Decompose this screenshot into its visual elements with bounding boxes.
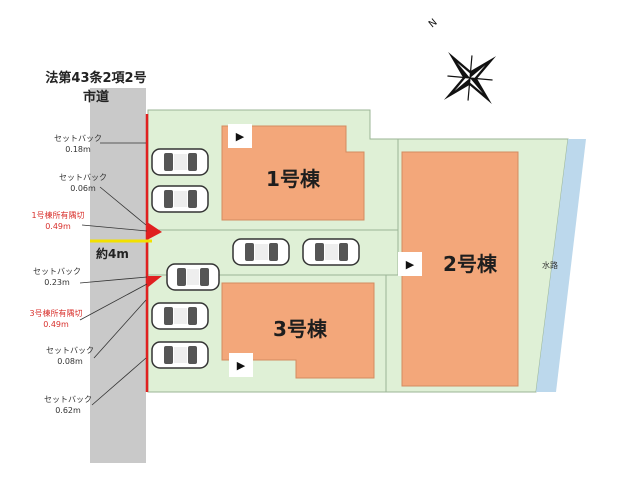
svg-text:セットバック: セットバック <box>54 134 102 143</box>
car-drive-3 <box>302 238 360 266</box>
entrance-marker-3: ▶ <box>229 353 253 377</box>
svg-text:0.62m: 0.62m <box>55 406 81 415</box>
waterway-label: 水路 <box>542 260 558 270</box>
svg-text:セットバック: セットバック <box>46 346 94 355</box>
setback-label-3: 1号棟所有隅切 0.49m <box>31 210 148 232</box>
svg-text:セットバック: セットバック <box>59 173 107 182</box>
compass-rose <box>443 51 497 105</box>
car-drive-2 <box>232 238 290 266</box>
entrance-marker-2: ▶ <box>398 252 422 276</box>
road-name-line2: 市道 <box>83 89 109 105</box>
waterway-strip <box>536 139 586 392</box>
svg-text:▶: ▶ <box>236 130 245 143</box>
car-3a <box>151 302 209 330</box>
setback-label-6: セットバック 0.08m <box>46 299 147 366</box>
building-1 <box>221 125 365 221</box>
svg-text:0.08m: 0.08m <box>57 357 83 366</box>
svg-text:3号棟所有隅切: 3号棟所有隅切 <box>29 308 82 318</box>
building-3-label: 3号棟 <box>273 317 328 341</box>
svg-text:▶: ▶ <box>406 258 415 271</box>
svg-text:0.23m: 0.23m <box>44 278 70 287</box>
corner-cut-1 <box>147 222 162 240</box>
svg-text:0.06m: 0.06m <box>70 184 96 193</box>
building-3 <box>221 282 375 379</box>
road-name-line1: 法第43条2項2号 <box>45 70 146 86</box>
car-1a <box>151 148 209 176</box>
svg-text:0.18m: 0.18m <box>65 145 91 154</box>
svg-text:▶: ▶ <box>237 359 246 372</box>
corner-cut-3 <box>147 276 162 288</box>
car-drive-1 <box>166 263 220 291</box>
svg-text:0.49m: 0.49m <box>43 320 69 329</box>
compass-north-letter: N <box>427 17 440 30</box>
svg-text:1号棟所有隅切: 1号棟所有隅切 <box>31 210 84 220</box>
setback-label-2: セットバック 0.06m <box>59 173 147 226</box>
svg-text:セットバック: セットバック <box>44 395 92 404</box>
road <box>90 88 146 463</box>
setback-label-5: 3号棟所有隅切 0.49m <box>29 283 148 329</box>
svg-text:0.49m: 0.49m <box>45 222 71 231</box>
road-width-label: 約4m <box>96 246 129 261</box>
car-3b <box>151 341 209 369</box>
entrance-marker-1: ▶ <box>228 124 252 148</box>
svg-text:セットバック: セットバック <box>33 267 81 276</box>
setback-label-7: セットバック 0.62m <box>44 357 147 415</box>
setback-label-1: セットバック 0.18m <box>54 134 146 154</box>
building-2-label: 2号棟 <box>443 252 498 276</box>
building-1-label: 1号棟 <box>266 167 321 191</box>
setback-label-4: セットバック 0.23m <box>33 267 148 287</box>
car-1b <box>151 185 209 213</box>
